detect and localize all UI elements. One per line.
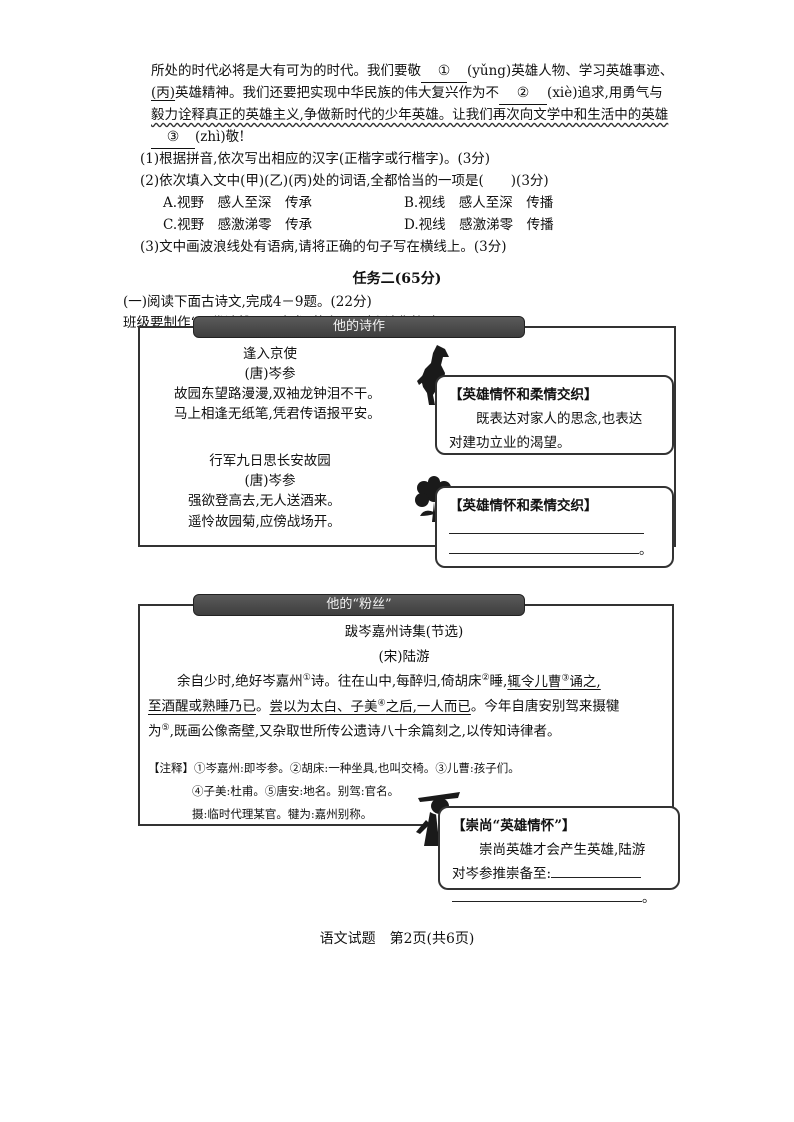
option-a[interactable]: A.视野 感人至深 传承 — [163, 195, 313, 211]
question-2: (2)依次填入文中(甲)(乙)(丙)处的词语,全都恰当的一项是( )(3分) — [140, 173, 549, 189]
fan-panel — [138, 604, 674, 826]
note-card-3: 【崇尚“英雄情怀”】 崇尚英雄才会产生英雄,陆游 对岑参推崇备至: 。 — [438, 806, 680, 906]
poem1-line2: 马上相逢无纸笔,凭君传语报平安。 — [174, 406, 381, 422]
essay-title: 跋岑嘉州诗集(节选) — [344, 624, 464, 640]
note-card-3-body1: 崇尚英雄才会产生英雄,陆游 — [479, 842, 646, 858]
passage-line-3: 毅力诠释真正的英雄主义,争做新时代的少年英雄。让我们再次向文学中和生活中的英雄 — [151, 107, 669, 123]
option-c[interactable]: C.视野 感激涕零 传承 — [163, 217, 313, 233]
blank-1[interactable]: ① — [421, 60, 467, 83]
note-card-2-head: 【英雄情怀和柔情交织】 — [449, 498, 598, 514]
answer-line-3[interactable] — [551, 863, 642, 878]
note-card-2: 【英雄情怀和柔情交织】 。 — [435, 486, 674, 568]
note-card-3-body2: 对岑参推崇备至: — [452, 866, 552, 882]
option-d[interactable]: D.视线 感激涕零 传播 — [404, 217, 554, 233]
passage-line-4: ③(zhì)敬! — [151, 126, 245, 149]
blank-2[interactable]: ② — [499, 82, 548, 105]
poem1-title: 逢入京使 — [243, 346, 297, 362]
section-intro-1: (一)阅读下面古诗文,完成4－9题。(22分) — [123, 294, 372, 310]
question-3: (3)文中画波浪线处有语病,请将正确的句子写在横线上。(3分) — [140, 239, 507, 255]
note-card-1: 【英雄情怀和柔情交织】 既表达对家人的思念,也表达 对建功立业的渴望。 — [435, 375, 674, 455]
poems-banner: 他的诗作 — [193, 316, 525, 338]
answer-line-4[interactable] — [452, 887, 642, 902]
notes-line-1: 【注释】①岑嘉州:即岑参。②胡床:一种坐具,也叫交椅。③儿曹:孩子们。 — [148, 761, 520, 775]
section-title: 任务二(65分) — [352, 271, 442, 287]
poem2-line2: 遥怜故园菊,应傍战场开。 — [188, 514, 341, 530]
note-card-1-head: 【英雄情怀和柔情交织】 — [449, 387, 598, 403]
notes-line-2: ④子美:杜甫。⑤唐安:地名。别驾:官名。 — [192, 784, 400, 798]
option-b[interactable]: B.视线 感人至深 传播 — [404, 195, 554, 211]
blank-3[interactable]: ③ — [151, 126, 195, 149]
answer-line-2[interactable] — [449, 539, 639, 554]
poem2-title: 行军九日思长安故园 — [209, 453, 331, 469]
essay-line-3: 为⑤,既画公像斋壁,又杂取世所传公遗诗八十余篇刻之,以传知诗律者。 — [148, 723, 561, 740]
note-card-1-body2: 对建功立业的渴望。 — [449, 435, 571, 451]
page-footer: 语文试题 第2页(共6页) — [319, 931, 475, 947]
essay-author: (宋)陆游 — [378, 649, 430, 665]
essay-line-2: 至酒醒或熟睡乃已。尝以为太白、子美④之后,一人而已。今年自唐安别驾来摄犍 — [148, 698, 620, 715]
question-1: (1)根据拼音,依次写出相应的汉字(正楷字或行楷字)。(3分) — [140, 151, 491, 167]
poem2-author: (唐)岑参 — [244, 473, 296, 489]
essay-line-1: 余自少时,绝好岑嘉州①诗。往在山中,每醉归,倚胡床②睡,辄令儿曹③诵之, — [177, 673, 601, 690]
answer-line-1[interactable] — [449, 519, 644, 534]
poem1-line1: 故园东望路漫漫,双袖龙钟泪不干。 — [174, 386, 381, 402]
note-card-1-body1: 既表达对家人的思念,也表达 — [476, 411, 643, 427]
fan-banner: 他的“粉丝” — [193, 594, 525, 616]
note-card-3-head: 【崇尚“英雄情怀”】 — [452, 818, 576, 834]
poem2-line1: 强欲登高去,无人送酒来。 — [188, 493, 341, 509]
notes-line-3: 摄:临时代理某官。犍为:嘉州别称。 — [192, 807, 373, 821]
poem1-author: (唐)岑参 — [244, 366, 296, 382]
